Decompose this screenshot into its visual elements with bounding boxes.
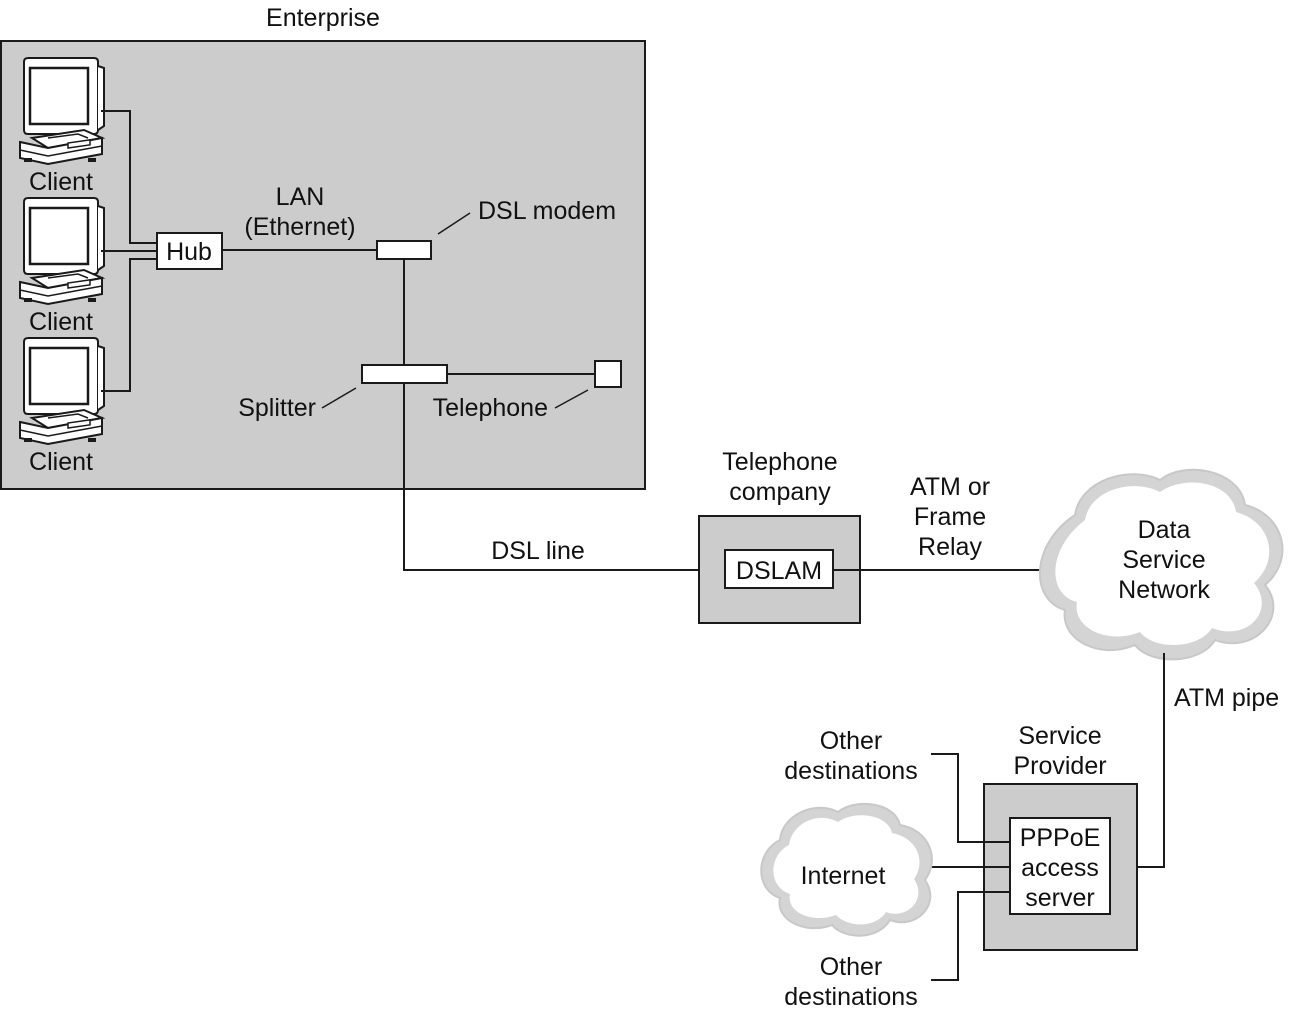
client-hub-links (101, 110, 157, 392)
access-label: access (1021, 854, 1099, 882)
dsl-line (403, 383, 725, 571)
splitter-leader (321, 387, 357, 409)
dslam-label: DSLAM (736, 557, 822, 585)
dslam-box (724, 549, 834, 589)
service-provider-title-1: Service (1018, 722, 1101, 750)
enterprise-title: Enterprise (266, 4, 380, 32)
splitter-box (361, 364, 448, 384)
dsn-label-1: Data (1138, 516, 1191, 544)
pppoe-label: PPPoE (1020, 824, 1101, 852)
other-destinations-bottom-2: destinations (784, 983, 917, 1011)
dsl-modem-leader (437, 212, 471, 235)
hub-label: Hub (166, 238, 212, 266)
splitter-label: Splitter (238, 394, 316, 422)
internet-cloud-icon (760, 802, 933, 937)
client-label-2: Client (29, 308, 93, 336)
client-label-1: Client (29, 168, 93, 196)
other-destinations-top-1: Other (820, 727, 883, 755)
frame-label: Frame (914, 503, 986, 531)
other-destinations-bottom-link (931, 891, 1010, 981)
hub-box (156, 232, 223, 270)
lan-ethernet-label: (Ethernet) (244, 213, 355, 241)
other-destinations-bottom-1: Other (820, 953, 883, 981)
lan-label: LAN (276, 183, 325, 211)
telephone-company-title-2: company (729, 478, 831, 506)
other-destinations-top-link (931, 753, 1010, 843)
atm-pipe-label: ATM pipe (1174, 684, 1279, 712)
computer-icon (18, 56, 106, 166)
other-destinations-top-2: destinations (784, 757, 917, 785)
telephone-label: Telephone (433, 394, 548, 422)
telephone-company-title-1: Telephone (722, 448, 837, 476)
link-client1-hub (101, 110, 157, 244)
computer-icon (18, 336, 106, 446)
telephone-box (594, 360, 622, 388)
dsn-label-2: Service (1122, 546, 1205, 574)
computer-icon (18, 196, 106, 306)
link-client3-hub (101, 258, 157, 392)
dsl-modem-box (376, 240, 432, 260)
internet-label: Internet (801, 862, 886, 890)
telephone-leader (554, 389, 589, 409)
dsn-label-3: Network (1118, 576, 1210, 604)
client-label-3: Client (29, 448, 93, 476)
service-provider-title-2: Provider (1013, 752, 1106, 780)
dsl-line-label: DSL line (491, 537, 585, 565)
server-label: server (1025, 884, 1094, 912)
cloud-icon (1038, 468, 1284, 661)
atm-or-label: ATM or (910, 473, 990, 501)
dsl-modem-label: DSL modem (478, 197, 616, 225)
enterprise-region (0, 40, 646, 490)
relay-label: Relay (918, 533, 982, 561)
